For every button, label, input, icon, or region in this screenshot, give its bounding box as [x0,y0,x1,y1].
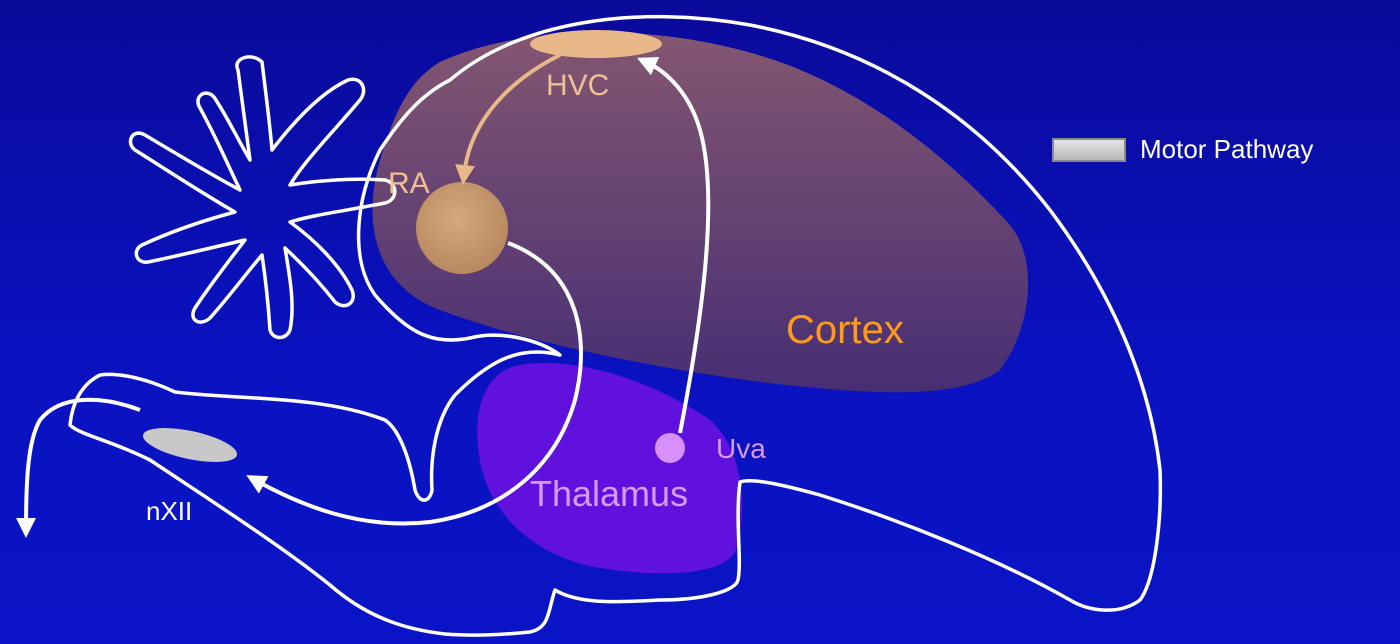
hvc-nucleus [530,30,662,58]
ra-nucleus [416,182,508,274]
uva-nucleus [655,433,685,463]
cerebellum-outline [130,57,394,338]
label-thalamus: Thalamus [530,473,688,514]
label-uva: Uva [716,433,766,464]
nxii-output-arrow [26,400,140,528]
label-ra: RA [388,167,430,200]
label-hvc: HVC [546,69,609,102]
legend: Motor Pathway [1052,134,1313,165]
legend-label-motor-pathway: Motor Pathway [1140,134,1313,165]
label-cortex: Cortex [786,308,904,352]
label-nxii: nXII [146,496,192,526]
thalamus-region [477,363,742,573]
motor-pathway-swatch [1052,138,1126,162]
